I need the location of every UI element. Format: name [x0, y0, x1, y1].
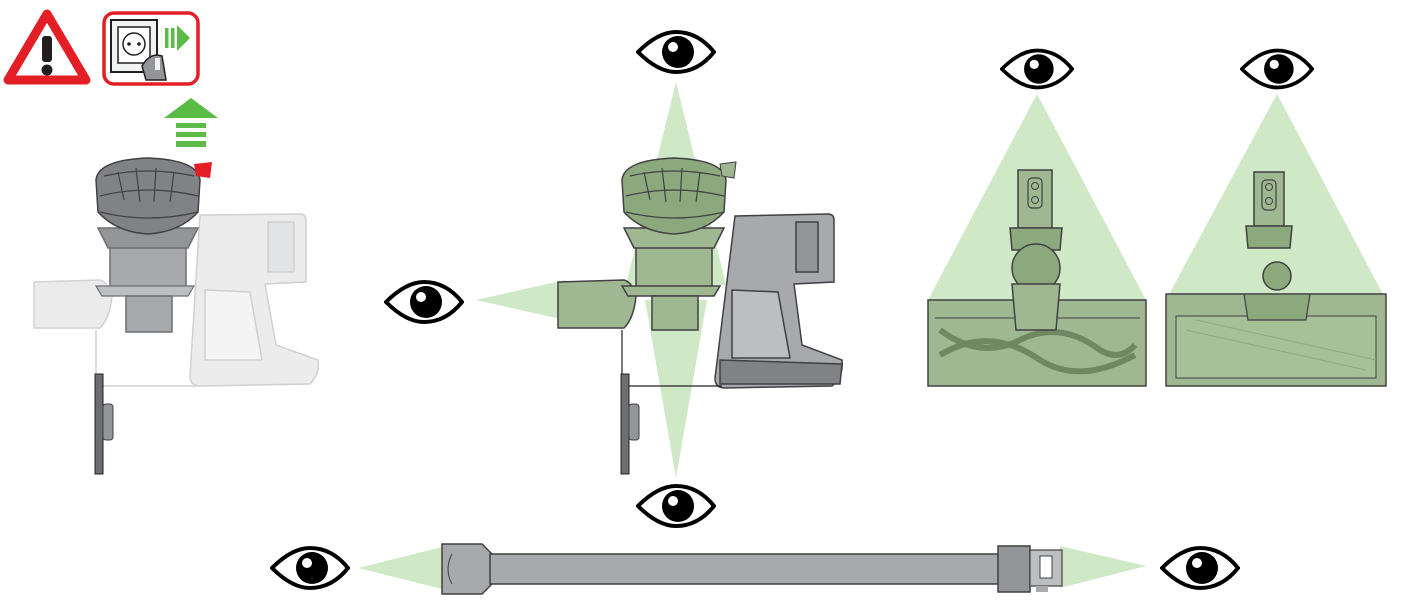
- eye-icon: [1160, 546, 1240, 590]
- eye-icon: [636, 30, 716, 74]
- bin-base-door: [94, 373, 114, 475]
- cyclone-assembly: [95, 157, 201, 235]
- cyclone-body: [621, 157, 737, 235]
- bin-body: [620, 227, 726, 331]
- up-arrow-icon: [164, 98, 218, 147]
- panel-inspect-wand: [270, 543, 1240, 595]
- warning-triangle-icon: [3, 9, 91, 85]
- eye-icon: [1000, 48, 1074, 90]
- sight-beam-wand-right: [1060, 546, 1146, 588]
- unplug-charger-icon: [102, 11, 200, 86]
- eye-icon: [1240, 48, 1314, 90]
- eye-icon: [636, 484, 716, 528]
- ghosted-motor-handle: [189, 213, 320, 387]
- eye-icon: [270, 546, 350, 590]
- wand-tube: [441, 543, 1063, 595]
- clear-bin: [94, 227, 200, 333]
- cleaner-head-left: [927, 169, 1147, 387]
- bin-release-button: [194, 162, 212, 178]
- panel-release-bin: [3, 9, 320, 475]
- panel-inspect-body: [384, 30, 844, 528]
- panel-inspect-heads: [927, 48, 1387, 387]
- cleaner-head-right: [1165, 171, 1387, 387]
- motor-handle: [714, 213, 844, 389]
- body-base-door: [620, 373, 640, 475]
- sight-beam-left: [476, 280, 565, 320]
- sight-beam-wand-left: [358, 546, 446, 590]
- eye-icon: [384, 280, 464, 324]
- sight-beam-bottom: [645, 300, 707, 478]
- bin-door-guide: [95, 330, 196, 387]
